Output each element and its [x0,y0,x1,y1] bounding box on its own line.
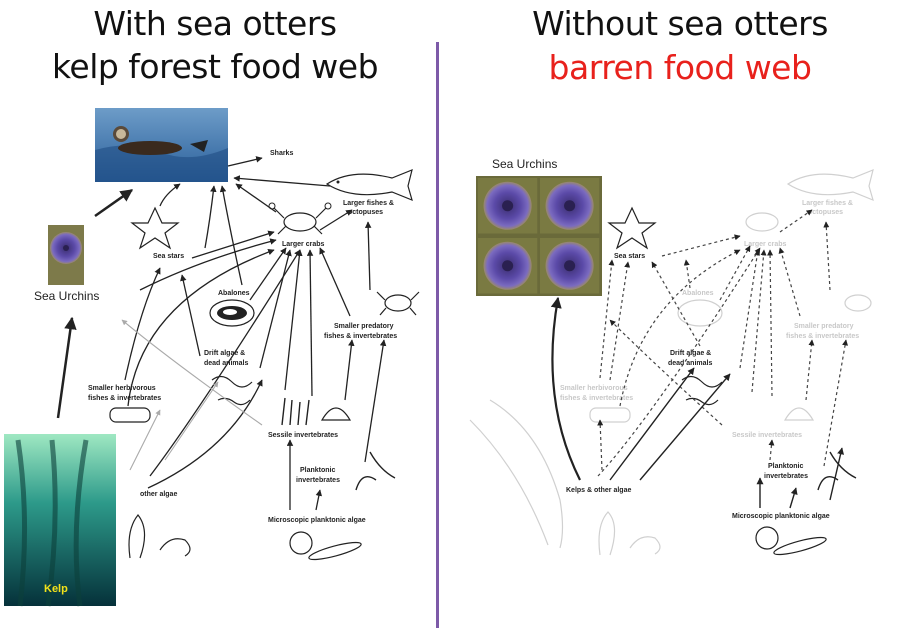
larger-crabs-label: Larger crabs [282,241,325,248]
left-food-web: Sharks Larger fishes & octopuses Sea sta… [4,108,420,607]
right-smaller-predatory-label: Smaller predatory [794,323,854,330]
small-crab-icon [376,291,420,316]
planktonic-label-2: invertebrates [296,477,340,484]
right-planktonic-label-2: invertebrates [764,473,808,480]
plankton-icon [355,451,396,491]
right-smaller-herbivorous-label: Smaller herbivorous [560,385,628,392]
right-planktonic-label: Planktonic [768,463,804,470]
drift-algae-label: Drift algae & [204,350,245,357]
other-algae-icon [128,514,191,559]
panel-divider [436,42,439,628]
right-diatom-icon [755,526,779,550]
smaller-predatory-label-2: fishes & invertebrates [324,333,397,340]
other-algae-label: other algae [140,491,177,498]
smaller-herbivorous-label-2: fishes & invertebrates [88,395,161,402]
right-sea-urchins-label: Sea Urchins [492,157,557,171]
right-smaller-herbivorous-label-2: fishes & invertebrates [560,395,633,402]
left-arrows [56,156,387,511]
sessile-invertebrates-icon [281,397,352,426]
larger-crab-icon [268,202,332,235]
right-solid-arrows [550,296,844,509]
drift-algae-icon [211,375,253,406]
diatom-icon [289,531,313,555]
diatom-long-icon [308,541,362,561]
sea-stars-label: Sea stars [153,253,184,260]
right-sessile-label: Sessile invertebrates [732,432,802,439]
right-sea-star-icon [607,206,657,250]
right-diatom-long-icon [773,536,827,556]
barren-food-web-title: barren food web [548,48,812,87]
kelps-other-algae-label: Kelps & other algae [566,487,631,494]
right-smaller-predatory-label-2: fishes & invertebrates [786,333,859,340]
abalone-icon [209,299,255,327]
right-microscopic-label: Microscopic planktonic algae [732,513,830,520]
microscopic-algae-label: Microscopic planktonic algae [268,517,366,524]
kelp-label: Kelp [44,583,68,595]
larger-fishes-label-2: octopuses [348,209,383,216]
right-drift-algae-label-2: dead animals [668,360,712,367]
with-otters-title: With sea otters kelp forest food web [10,2,420,88]
sea-star-icon [130,206,180,250]
right-larger-crabs-label: Larger crabs [744,241,787,248]
abalones-label: Abalones [218,290,250,297]
right-plankton-icon [817,451,857,491]
sea-urchins-label: Sea Urchins [34,289,99,303]
faded-organisms: Larger fishes & octopuses Larger crabs A… [469,169,874,556]
chiton-icon [109,407,151,423]
right-larger-fishes-label-2: octopuses [808,209,843,216]
right-sea-stars-label: Sea stars [614,253,645,260]
smaller-predatory-label: Smaller predatory [334,323,394,330]
sea-urchin-photo [48,225,84,285]
left-faint-arrows [121,319,263,471]
kelp-photo [4,434,116,607]
right-drift-algae-label: Drift algae & [670,350,711,357]
smaller-herbivorous-label: Smaller herbivorous [88,385,156,392]
right-food-web: Sea Urchins Sea stars Larger fishes & [469,157,874,556]
larger-fishes-label: Larger fishes & [343,200,394,207]
right-abalones-label: Abalones [682,290,714,297]
sea-otter-photo [95,108,228,182]
sharks-label: Sharks [270,150,293,157]
right-larger-fishes-label: Larger fishes & [802,200,853,207]
right-dashed-arrows [597,209,849,477]
title-line-1: With sea otters [93,4,337,43]
drift-algae-label-2: dead animals [204,360,248,367]
planktonic-label: Planktonic [300,467,336,474]
title-line-2: kelp forest food web [51,47,379,86]
sessile-label: Sessile invertebrates [268,432,338,439]
without-otters-title: Without sea otters [532,4,828,43]
sea-urchin-grid [476,176,602,296]
larger-fish-icon [325,169,413,202]
